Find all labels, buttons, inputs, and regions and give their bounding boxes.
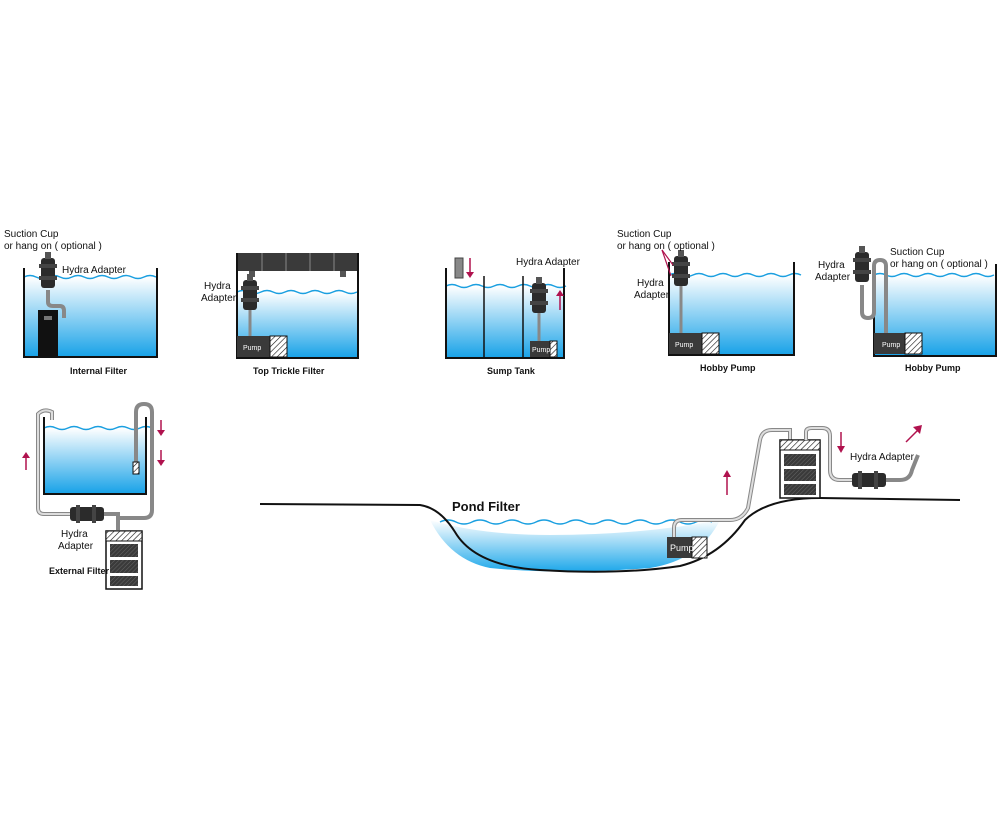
hobby-1-pump-label: Pump — [675, 342, 693, 349]
external-hydra-adapter — [70, 505, 104, 523]
pond-hydra-label: Hydra Adapter — [850, 452, 915, 463]
internal-filter-tank — [23, 268, 158, 358]
external-tank — [43, 417, 147, 495]
sump-pump-label: Pump — [532, 347, 550, 354]
top-trickle-caption: Top Trickle Filter — [253, 366, 325, 376]
external-hydra-line2: Adapter — [58, 541, 94, 552]
sump-tank-panel: Pump Hydra Adapter Sump Tank — [445, 257, 581, 376]
pond-title: Pond Filter — [452, 499, 520, 514]
internal-filter-panel: Suction Cup or hang on ( optional ) Hydr… — [4, 229, 158, 376]
pond-water — [430, 520, 720, 572]
top-trickle-pump-label: Pump — [243, 345, 261, 352]
hobby-1-wave — [668, 272, 802, 278]
sump-inlet-pipe — [454, 257, 464, 279]
top-trickle-hydra-line1: Hydra — [204, 281, 231, 292]
sump-tank — [445, 268, 565, 359]
hobby-1-caption: Hobby Pump — [700, 363, 756, 373]
pond-wave — [439, 519, 713, 525]
hobby-2-pump-label: Pump — [882, 342, 900, 349]
pond-filter-panel: Pump Pond Filter Hydra Adapter — [259, 425, 961, 573]
top-trickle-tray — [237, 253, 358, 271]
hobby-2-hydra-line2: Adapter — [815, 272, 851, 283]
hobby-1-suction-line1: Suction Cup — [617, 229, 672, 240]
internal-filter-suction-line2: or hang on ( optional ) — [4, 241, 102, 252]
pond-ground-line — [259, 496, 961, 573]
hobby-1-suction-line2: or hang on ( optional ) — [617, 241, 715, 252]
top-trickle-panel: Pump Hydra Adapter Top Trickle Filter — [201, 253, 359, 376]
hobby-1-hydra-line2: Adapter — [634, 290, 670, 301]
pond-hydra-adapter — [852, 471, 886, 489]
sump-hydra-label: Hydra Adapter — [516, 257, 581, 268]
hobby-1-hydra-line1: Hydra — [637, 278, 664, 289]
hobby-1-tank — [668, 262, 795, 356]
hobby-2-caption: Hobby Pump — [905, 363, 961, 373]
hobby-2-hydra-adapter — [853, 246, 871, 282]
internal-filter-suction-line1: Suction Cup — [4, 229, 59, 240]
pond-out-arrow — [905, 429, 919, 443]
internal-filter-pipe — [46, 290, 66, 318]
internal-filter-hydra-adapter — [39, 252, 57, 288]
internal-filter-caption: Internal Filter — [70, 366, 128, 376]
external-hydra-line1: Hydra — [61, 529, 88, 540]
sump-caption: Sump Tank — [487, 366, 536, 376]
top-trickle-wave — [236, 289, 358, 295]
hobby-2-pipe — [860, 257, 888, 333]
hobby-2-suction-line1: Suction Cup — [890, 247, 945, 258]
external-filter-panel: Hydra Adapter External Filter — [22, 401, 165, 590]
internal-filter-unit — [38, 310, 58, 356]
external-intake-pipe — [116, 401, 154, 530]
pond-return-pipe — [886, 454, 920, 482]
pond-pump-label: Pump — [670, 543, 694, 553]
hobby-pump-1-panel: Pump Suction Cup or hang on ( optional )… — [617, 229, 802, 373]
sump-hydra-adapter — [530, 277, 548, 313]
top-trickle-hydra-adapter — [241, 274, 259, 310]
top-trickle-tank — [236, 253, 359, 359]
hobby-1-hydra-adapter — [672, 250, 690, 286]
hobby-2-wave — [873, 272, 995, 278]
external-caption: External Filter — [49, 566, 110, 576]
hobby-pump-2-panel: Pump Hydra Adapter Suction Cup or hang o… — [815, 246, 997, 373]
internal-filter-hydra-label: Hydra Adapter — [62, 265, 127, 276]
external-water — [44, 428, 146, 493]
hobby-2-hydra-line1: Hydra — [818, 260, 845, 271]
top-trickle-hydra-line2: Adapter — [201, 293, 237, 304]
hobby-2-suction-line2: or hang on ( optional ) — [890, 259, 988, 270]
